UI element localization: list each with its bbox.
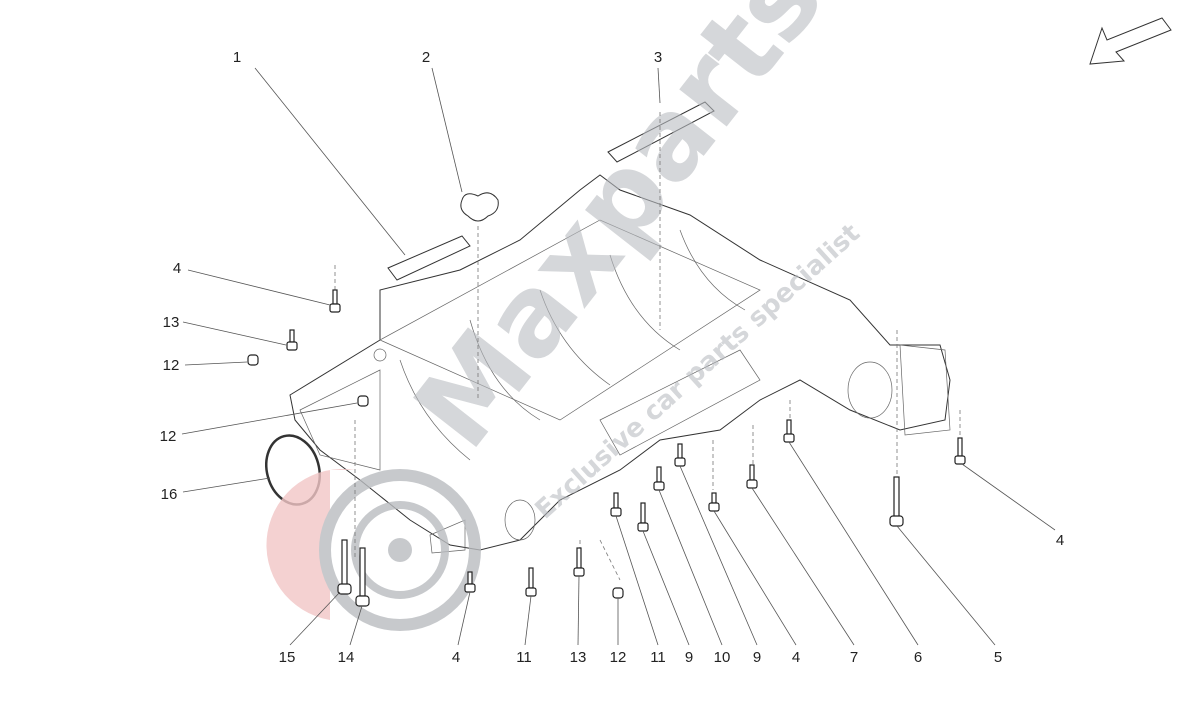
callout-14: 14 — [338, 649, 355, 666]
bolt-7 — [746, 464, 758, 489]
direction-arrow-icon — [1089, 17, 1172, 65]
plug-12c — [612, 587, 624, 599]
gasket-part-3 — [607, 101, 715, 163]
gasket-part-2 — [460, 192, 499, 222]
bolt-4a — [329, 289, 341, 313]
watermark-logo: Maxparts Exclusive car parts specialist — [266, 0, 866, 631]
callout-1: 1 — [233, 49, 241, 66]
callout-12: 12 — [163, 357, 180, 374]
bolt-11b — [610, 492, 622, 517]
bolt-14 — [355, 547, 370, 607]
callout-labels: 1 2 3 4 13 12 12 16 15 14 4 11 13 12 11 … — [160, 49, 1065, 666]
callout-3: 3 — [654, 49, 662, 66]
callout-12: 12 — [160, 428, 177, 445]
bolt-9b — [674, 443, 686, 467]
leader-lines — [181, 67, 1056, 646]
callout-13: 13 — [163, 314, 180, 331]
callout-11: 11 — [516, 649, 532, 666]
callout-2: 2 — [422, 49, 430, 66]
callout-12: 12 — [610, 649, 627, 666]
callout-4: 4 — [1056, 532, 1064, 549]
callout-6: 6 — [914, 649, 922, 666]
engine-block — [289, 174, 951, 554]
bolt-9a — [637, 502, 649, 532]
bolt-10 — [653, 466, 665, 491]
callout-7: 7 — [850, 649, 858, 666]
bolt-15 — [337, 539, 352, 595]
callout-15: 15 — [279, 649, 296, 666]
callout-11: 11 — [650, 649, 666, 666]
plug-12b — [357, 395, 369, 407]
bolt-11a — [525, 567, 537, 597]
plug-12a — [247, 354, 259, 366]
callout-4: 4 — [792, 649, 800, 666]
callout-4: 4 — [452, 649, 460, 666]
bolt-5 — [889, 476, 904, 527]
bolt-4d — [954, 437, 966, 465]
bolt-6 — [783, 419, 795, 443]
bolt-13b — [573, 547, 585, 577]
callout-13: 13 — [570, 649, 587, 666]
callout-9: 9 — [685, 649, 693, 666]
callout-10: 10 — [714, 649, 731, 666]
callout-4: 4 — [173, 260, 181, 277]
callout-9: 9 — [753, 649, 761, 666]
bolt-13a — [286, 329, 298, 351]
bolt-4c — [708, 492, 720, 512]
gasket-part-1 — [387, 235, 471, 281]
callout-16: 16 — [161, 486, 178, 503]
callout-5: 5 — [994, 649, 1002, 666]
